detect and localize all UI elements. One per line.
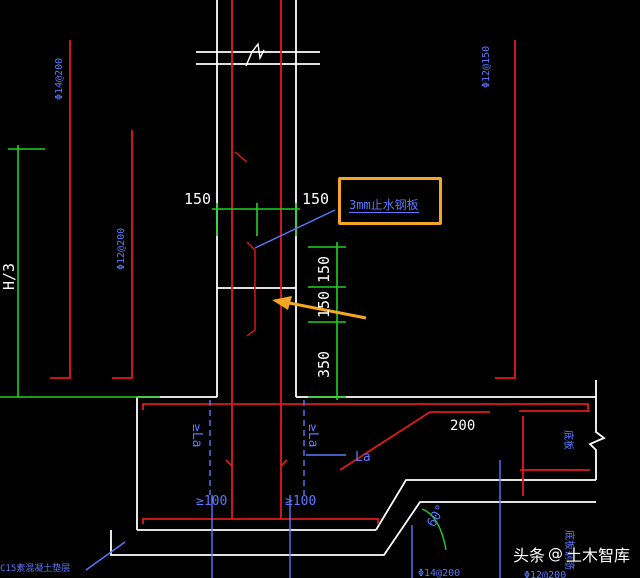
watermark-account: 土木智库 [565, 546, 630, 565]
hook-right-100: ≥100 [285, 494, 316, 509]
rebar-mid-left: Φ12@200 [116, 228, 127, 270]
leader-lines [85, 209, 501, 578]
dim-v-150-mid: 150 [315, 291, 333, 318]
watermark-brand: 头条 [512, 546, 545, 565]
watermark: 头条 @ 土木智库 [513, 542, 630, 566]
anchor-right-la: ≥La [305, 424, 320, 447]
note-base-slab: 底板 [562, 430, 575, 450]
angle-60: 60° [424, 502, 449, 530]
rebar [50, 0, 590, 524]
waterstop-label: 3mm止水钢板 [349, 198, 419, 213]
waterstop-callout: 3mm止水钢板 [338, 177, 442, 225]
lap-length-la: La [355, 450, 371, 465]
note-cushion: C15素混凝土垫层 [0, 562, 70, 574]
pointer-arrow [272, 296, 367, 320]
rebar-bottom-center: Φ14@200 [418, 568, 460, 578]
dim-v-350: 350 [315, 351, 333, 378]
dim-left-150: 150 [184, 190, 211, 208]
dim-v-150-top: 150 [315, 256, 333, 283]
dim-h-over-3: H/3 [0, 263, 18, 290]
rebar-upper-right: Φ12@150 [481, 46, 492, 88]
dim-200: 200 [450, 418, 475, 434]
at-icon: @ [547, 545, 563, 563]
dim-right-150: 150 [302, 190, 329, 208]
anchor-left-la: ≥La [189, 424, 204, 447]
hook-left-100: ≥100 [196, 494, 227, 509]
rebar-upper-left: Φ14@200 [54, 58, 65, 100]
structure-outline [110, 0, 606, 556]
rebar-bottom-right: Φ12@200 [524, 570, 566, 578]
dimensions [0, 145, 447, 551]
note-slab-rebar: 底板钢筋 [563, 530, 576, 570]
